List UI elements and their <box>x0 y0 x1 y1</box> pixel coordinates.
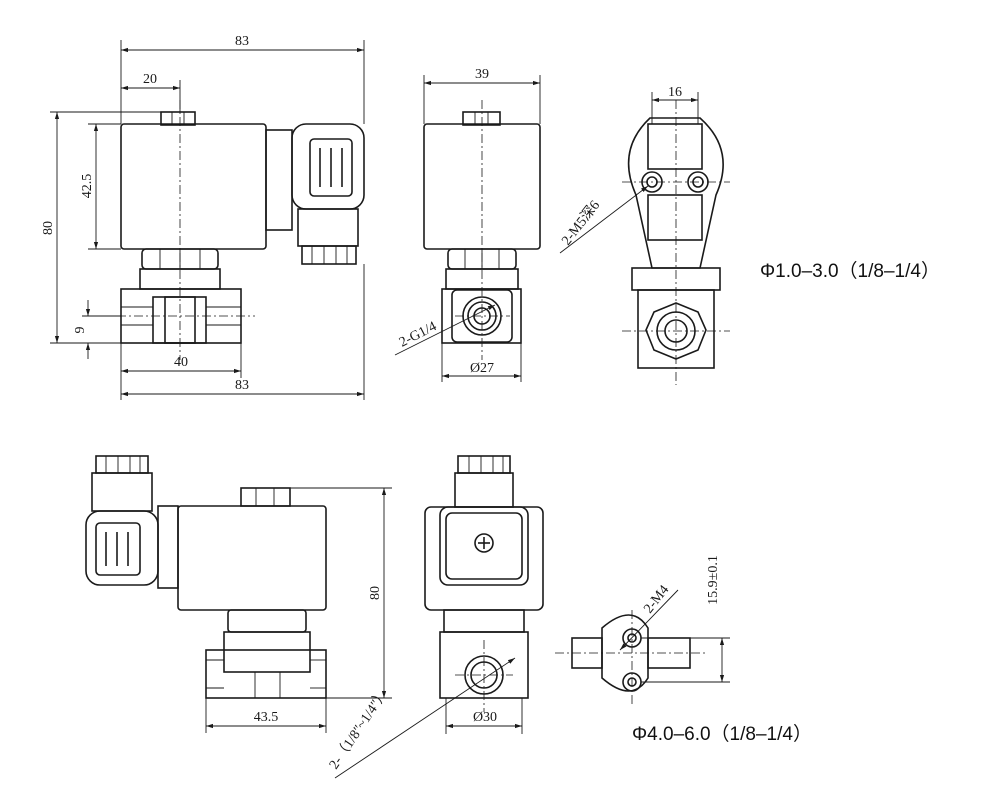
dim-base-width: 83 <box>235 378 249 393</box>
dim-coil-height: 42.5 <box>80 174 95 199</box>
dim-overall-width: 83 <box>235 34 249 49</box>
dim-bottom-side-dia: Ø30 <box>473 710 497 725</box>
dim-port-thread: 2-G1/4 <box>397 319 439 350</box>
spec-small-orifice: Φ1.0–3.0（1/8–1/4） <box>760 260 940 282</box>
top-side-view: 39 2-G1/4 Ø27 <box>394 67 541 382</box>
dim-mount-thread-large: 2-M4 <box>641 583 672 617</box>
dim-body-width: 40 <box>174 355 188 370</box>
top-bottom-view: 16 2-M5深6 <box>559 85 730 385</box>
dim-bottom-body-width: 43.5 <box>254 710 279 725</box>
bottom-front-view: 80 43.5 <box>85 455 392 733</box>
top-front-view: 83 20 80 42.5 9 40 83 <box>41 34 365 400</box>
bottom-bottom-view: 2-M4 15.9±0.1 <box>555 555 730 705</box>
dim-side-width: 39 <box>475 67 489 82</box>
spec-large-orifice: Φ4.0–6.0（1/8–1/4） <box>632 723 812 745</box>
dim-bottom-height: 80 <box>368 586 383 600</box>
dim-mount-thread-small: 2-M5深6 <box>559 198 604 249</box>
connector-pin-icon <box>105 532 129 566</box>
dim-coil-offset: 20 <box>143 72 157 87</box>
connector-pin-icon <box>319 148 343 187</box>
dim-port-height: 9 <box>73 327 88 334</box>
dim-side-dia: Ø27 <box>470 361 494 376</box>
dim-bottom-port-thread: 2-（1/8ʺ~1/4ʺ） <box>326 686 391 772</box>
dim-hole-spacing-large: 15.9±0.1 <box>706 555 721 605</box>
dim-overall-height: 80 <box>41 221 56 235</box>
bottom-side-view: 2-（1/8ʺ~1/4ʺ） Ø30 <box>326 455 544 779</box>
dim-hole-spacing-small: 16 <box>668 85 682 100</box>
screw-cross-icon <box>474 533 494 553</box>
